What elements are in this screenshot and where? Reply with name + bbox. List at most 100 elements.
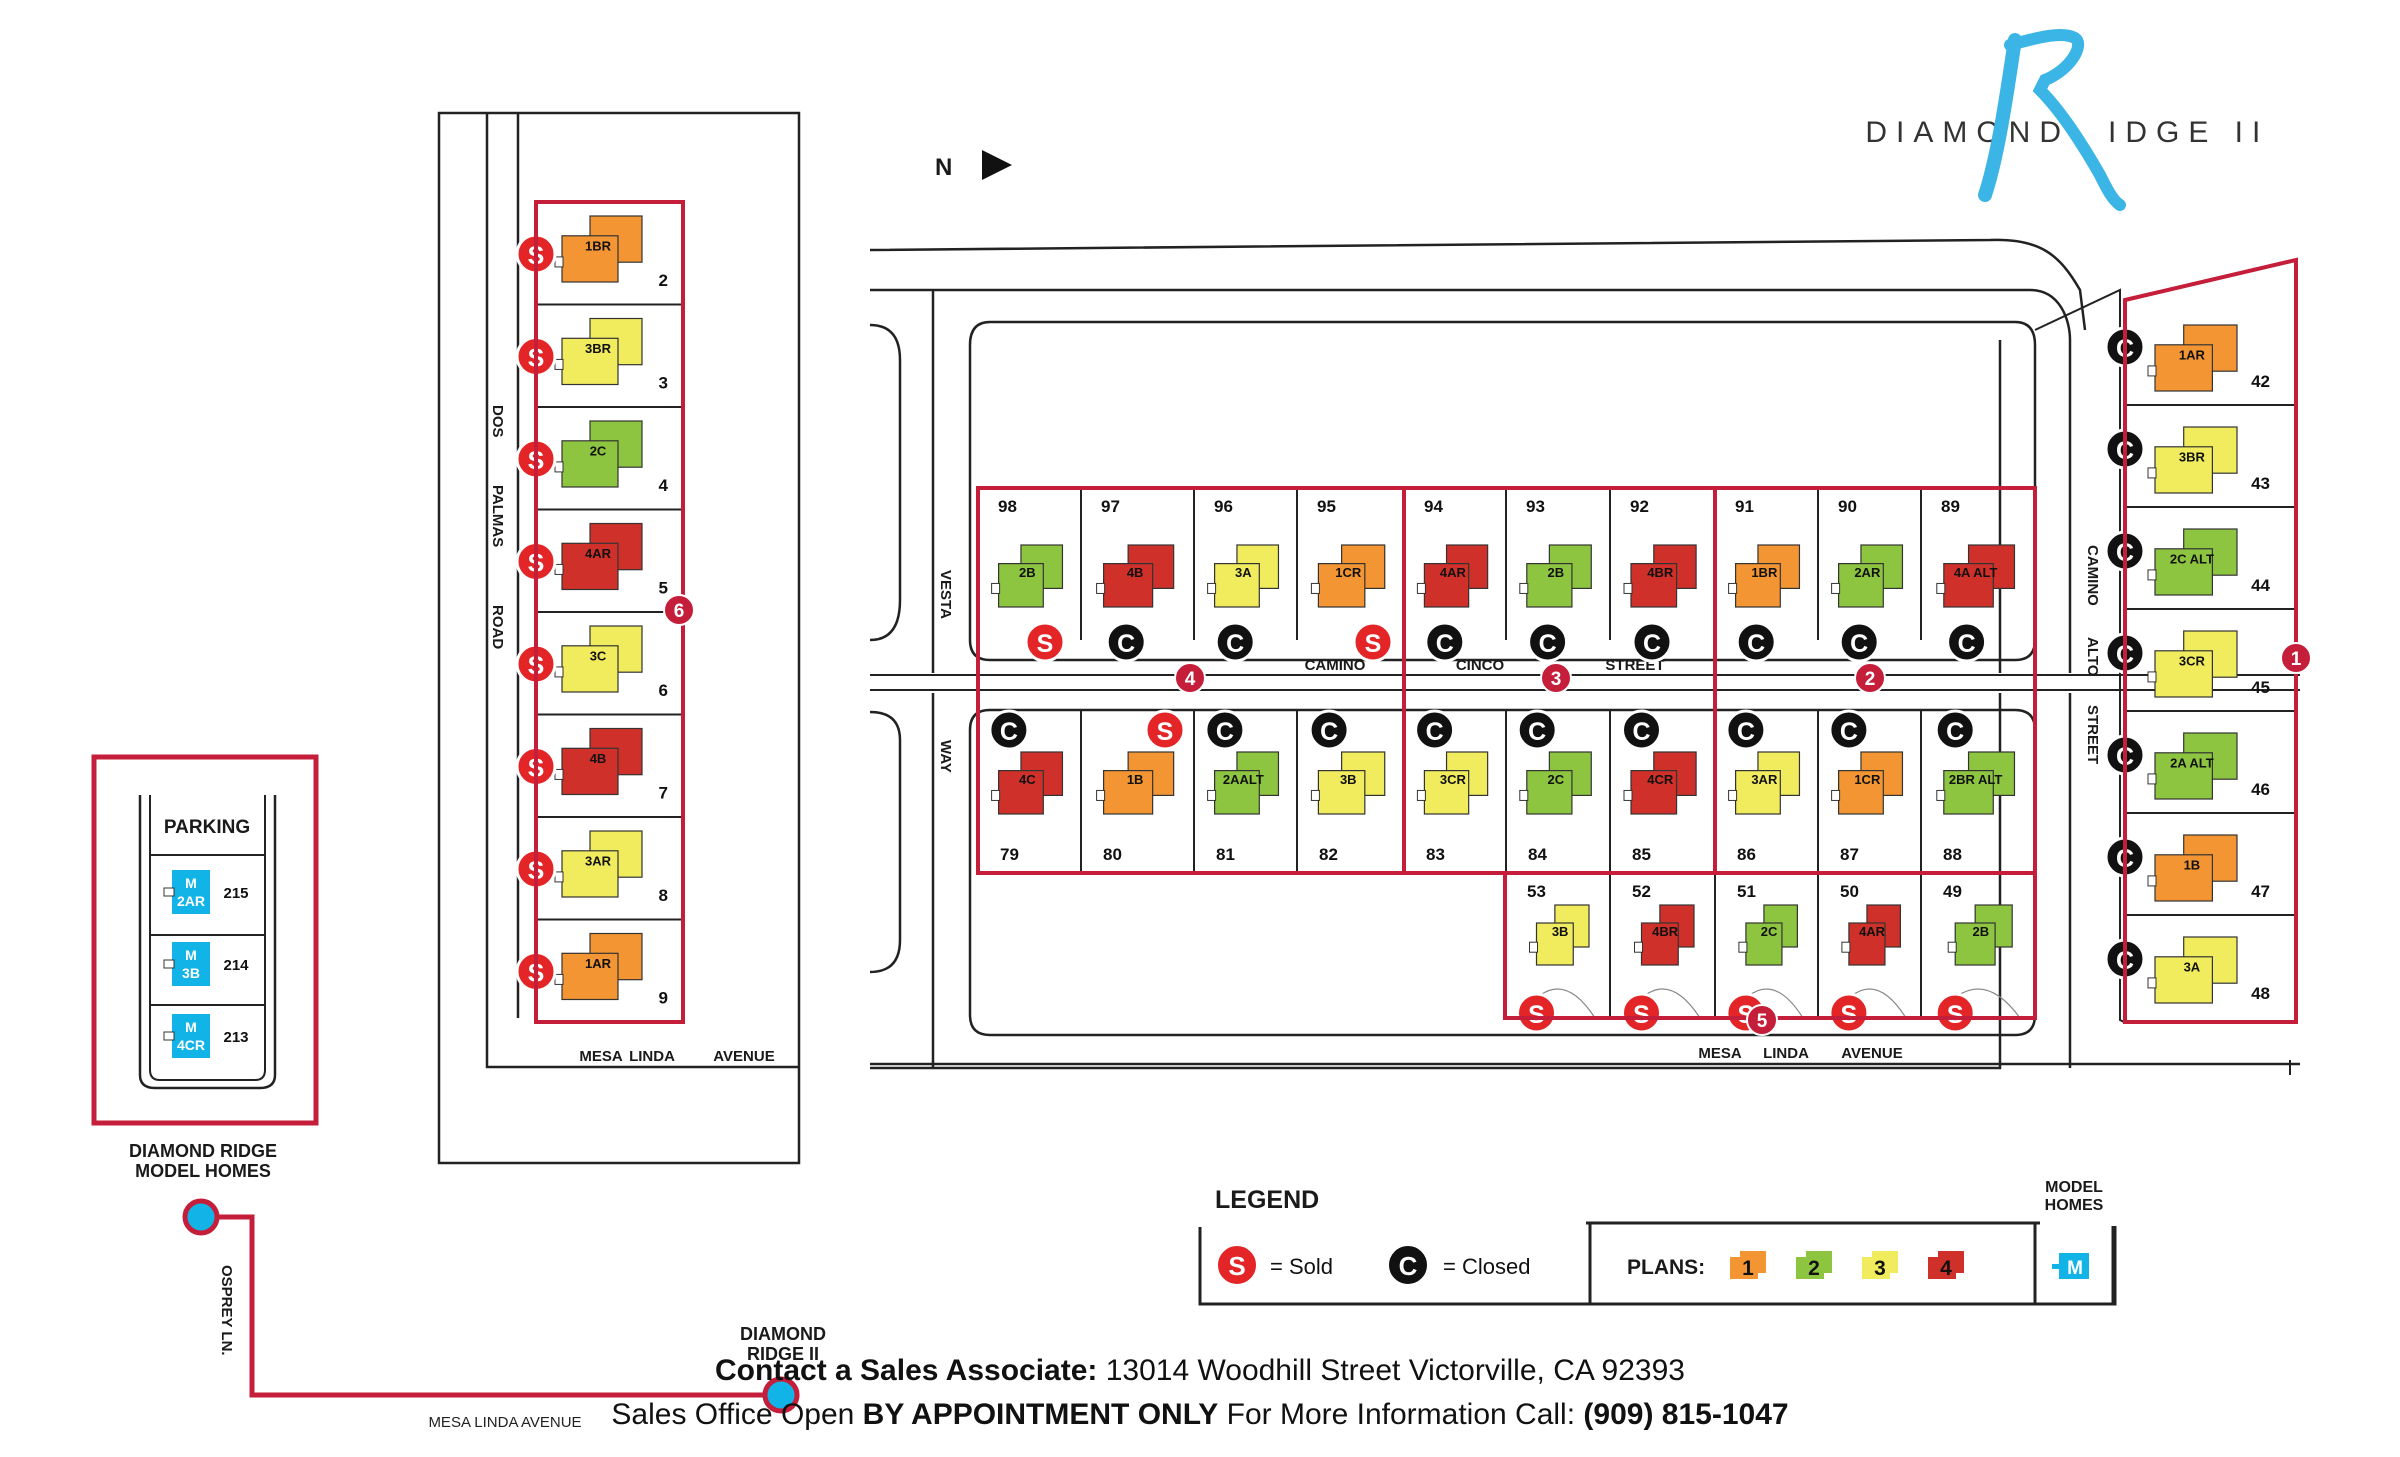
lot-2-house[interactable]: 1BR xyxy=(554,215,643,283)
lot-86-house[interactable]: 3AR xyxy=(1728,751,1801,815)
phase-1-icon[interactable] xyxy=(2280,642,2312,674)
lot-94-status-icon[interactable] xyxy=(1424,621,1466,663)
model-homes-marker-icon[interactable] xyxy=(182,1198,220,1236)
lot-80-house[interactable]: 1B xyxy=(1096,751,1175,815)
phase-6-icon[interactable] xyxy=(663,594,695,626)
lot-89-status-icon[interactable] xyxy=(1946,621,1988,663)
lot-52-house[interactable]: 4BR xyxy=(1634,904,1695,966)
lot-81-house[interactable]: 2AALT xyxy=(1207,751,1280,815)
lot-52-status-icon[interactable] xyxy=(1621,992,1662,1034)
lot-84-status-icon[interactable] xyxy=(1516,709,1558,751)
lot-91-status-icon[interactable] xyxy=(1735,621,1777,663)
lot-50-house[interactable]: 4AR xyxy=(1841,904,1902,966)
lot-44-house[interactable]: 2C ALT xyxy=(2147,528,2238,596)
lot-3-house[interactable]: 3BR xyxy=(554,317,643,386)
lot-92-house[interactable]: 4BR xyxy=(1623,544,1697,608)
lot-50-status-icon[interactable] xyxy=(1828,992,1870,1034)
lot-79-house[interactable]: 4C xyxy=(991,751,1064,815)
lot-85-status-icon[interactable] xyxy=(1621,709,1662,751)
lot-90-house[interactable]: 2AR xyxy=(1831,544,1904,608)
lot-88-status-icon[interactable] xyxy=(1934,709,1976,751)
lot-87-status-icon[interactable] xyxy=(1828,709,1870,751)
lot-82-status-icon[interactable] xyxy=(1308,709,1350,751)
lot-95-house[interactable]: 1CR xyxy=(1310,544,1386,608)
lot-6-house[interactable]: 3C xyxy=(554,625,643,693)
lot-87-house[interactable]: 1CR xyxy=(1831,751,1904,815)
footer-phone[interactable]: (909) 815-1047 xyxy=(1583,1398,1789,1431)
phase-2-icon[interactable] xyxy=(1854,662,1886,694)
lot-95-status-icon[interactable] xyxy=(1352,621,1394,663)
lot-43-house[interactable]: 3BR xyxy=(2147,426,2238,494)
lot-93-house[interactable]: 2B xyxy=(1519,544,1592,608)
lot-5-house[interactable]: 4AR xyxy=(554,522,643,591)
lot-79-status-icon[interactable] xyxy=(988,709,1030,751)
lot-98-house[interactable]: 2B xyxy=(991,544,1064,608)
lot-42-house[interactable]: 1AR xyxy=(2147,324,2238,392)
lot-46-house[interactable]: 2A ALT xyxy=(2147,732,2238,800)
lot-53-status-icon[interactable] xyxy=(1516,992,1557,1034)
lot-8-house[interactable]: 3AR xyxy=(554,830,643,898)
lot-86-status-icon[interactable] xyxy=(1725,709,1767,751)
phase-5-icon[interactable] xyxy=(1746,1004,1778,1036)
lot-9-house[interactable]: 1AR xyxy=(554,932,643,1001)
lot-51-house[interactable]: 2C xyxy=(1738,904,1799,966)
lot-98-status-icon[interactable] xyxy=(1024,621,1066,663)
lot-80-status-icon[interactable] xyxy=(1144,709,1186,751)
lot-89-house[interactable]: 4A ALT xyxy=(1936,544,2016,608)
lot-53-house[interactable]: 3B xyxy=(1529,904,1590,966)
lot-81-status-icon[interactable] xyxy=(1204,709,1246,751)
lot-97-status-icon[interactable] xyxy=(1105,621,1147,663)
lot-96-house[interactable]: 3A xyxy=(1207,544,1280,608)
lot-91-house[interactable]: 1BR xyxy=(1728,544,1801,608)
lot-97-house[interactable]: 4B xyxy=(1096,544,1175,608)
lot-96-status-icon[interactable] xyxy=(1214,621,1256,663)
lot-84-house[interactable]: 2C xyxy=(1519,751,1592,815)
phase-4-icon[interactable] xyxy=(1174,662,1206,694)
lot-47-house[interactable]: 1B xyxy=(2147,834,2238,902)
lot-83-status-icon[interactable] xyxy=(1414,709,1456,751)
lot-49-house[interactable]: 2B xyxy=(1947,904,2013,966)
lot-88-house[interactable]: 2BR ALT xyxy=(1936,751,2016,815)
lot-92-status-icon[interactable] xyxy=(1631,621,1673,663)
lot-4-house[interactable]: 2C xyxy=(554,420,643,488)
lot-94-house[interactable]: 4AR xyxy=(1416,544,1489,608)
